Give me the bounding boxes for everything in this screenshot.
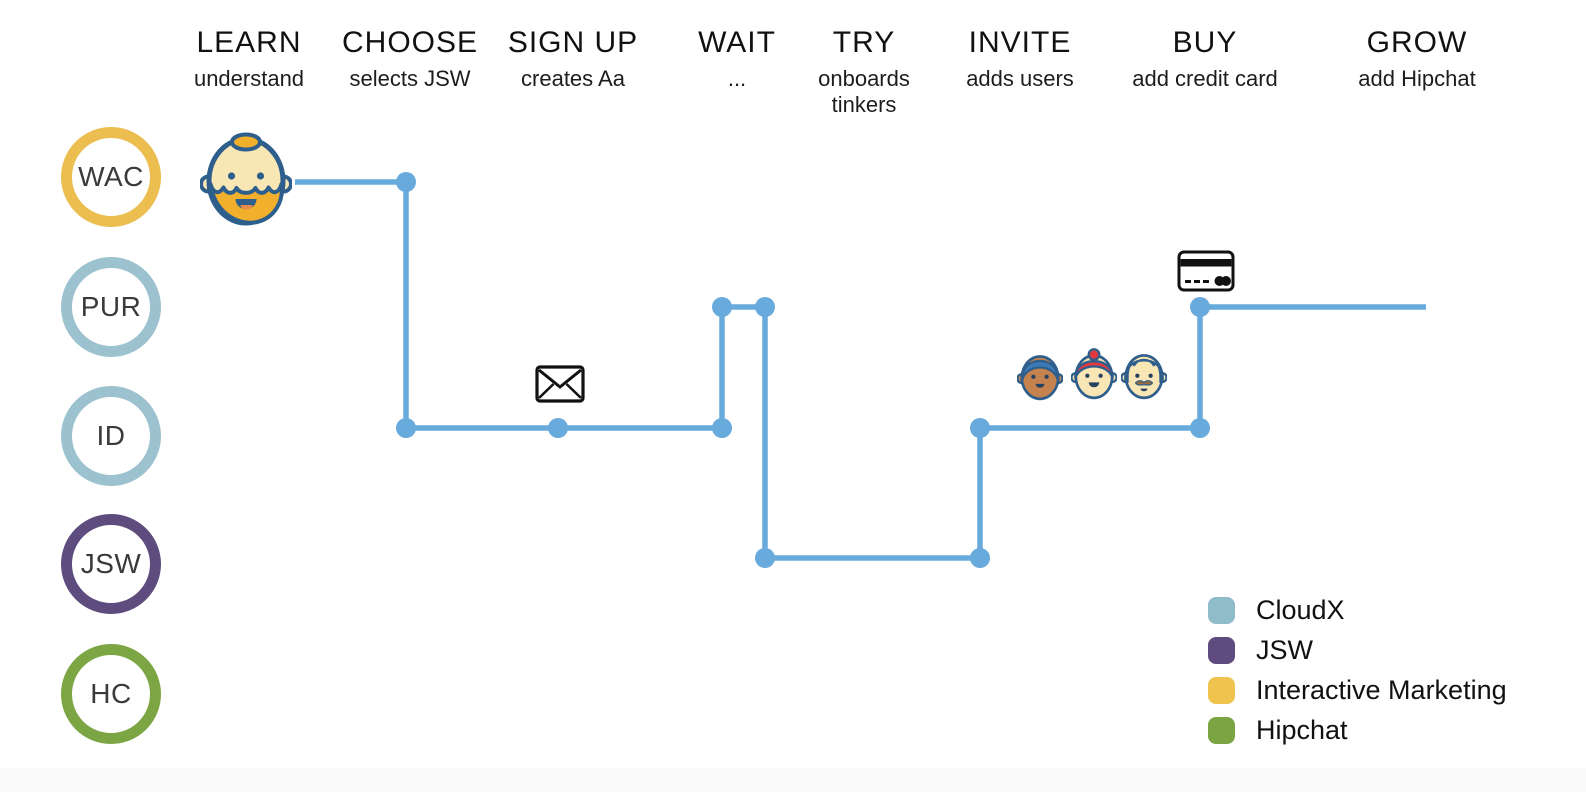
stage-subtitle: ...: [727, 66, 747, 91]
stage-title: GROW: [1366, 26, 1468, 59]
lane-label: PUR: [80, 291, 142, 322]
avatar-red-bun: [1070, 348, 1118, 400]
stage-sign-up: SIGN UP creates Aa: [483, 26, 663, 92]
lane-badge-jsw: JSW: [61, 514, 161, 614]
journey-node: [755, 297, 775, 317]
legend-label: Interactive Marketing: [1256, 675, 1507, 705]
stage-subtitle: creates Aa: [521, 66, 625, 91]
avatar-brown-mustache: [1120, 348, 1168, 400]
legend-swatch: [1208, 677, 1235, 704]
journey-node: [970, 418, 990, 438]
stage-title: BUY: [1172, 26, 1238, 59]
journey-node: [1190, 297, 1210, 317]
legend-label: Hipchat: [1256, 715, 1348, 745]
stage-title: TRY: [832, 26, 896, 59]
lane-label: ID: [96, 420, 126, 451]
journey-node: [396, 172, 416, 192]
lane-label: WAC: [78, 161, 144, 192]
stage-header-row: LEARN understand CHOOSE selects JSW SIGN UP c…: [0, 26, 1586, 126]
envelope-icon: [535, 365, 585, 403]
bottom-edge-strip: [0, 768, 1586, 792]
legend-swatch: [1208, 717, 1235, 744]
stage-subtitle: selects JSW: [349, 66, 471, 91]
stage-invite: INVITE adds users: [930, 26, 1110, 92]
journey-line: [295, 179, 1426, 561]
stage-wait: WAIT...: [647, 26, 827, 92]
stage-choose: CHOOSE selects JSW: [320, 26, 500, 92]
stage-title: LEARN: [196, 26, 302, 59]
stage-subtitle: add Hipchat: [1358, 66, 1476, 91]
lane-label: JSW: [80, 548, 142, 579]
lane-badge-id: ID: [61, 386, 161, 486]
stage-grow: GROW add Hipchat: [1327, 26, 1507, 92]
stage-title: WAIT: [698, 26, 776, 59]
legend-label: CloudX: [1256, 595, 1345, 625]
legend-label: JSW: [1256, 635, 1313, 665]
lane-badge-wac: WAC: [61, 127, 161, 227]
legend-item-jsw: JSW: [1208, 637, 1507, 664]
stage-buy: BUY add credit card: [1115, 26, 1295, 92]
stage-title: CHOOSE: [341, 26, 479, 59]
avatar-blue-hair: [1016, 349, 1064, 401]
legend-item-hipchat: Hipchat: [1208, 717, 1507, 744]
lane-badge-pur: PUR: [61, 257, 161, 357]
stage-learn: LEARN understand: [159, 26, 339, 92]
legend-swatch: [1208, 597, 1235, 624]
journey-node: [970, 548, 990, 568]
journey-node: [712, 418, 732, 438]
stage-title: SIGN UP: [507, 26, 639, 59]
journey-node: [396, 418, 416, 438]
stage-try: TRY onboards tinkers: [774, 26, 954, 118]
legend-item-interactive-marketing: Interactive Marketing: [1208, 677, 1507, 704]
credit-card-icon: [1177, 250, 1235, 292]
stage-subtitle: onboards tinkers: [818, 66, 910, 117]
journey-node: [548, 418, 568, 438]
journey-node: [712, 297, 732, 317]
journey-node: [755, 548, 775, 568]
lane-label: HC: [90, 678, 132, 709]
stage-subtitle: add credit card: [1132, 66, 1278, 91]
bearded-man-avatar: [199, 128, 293, 226]
lane-badge-column: WAC PUR ID JSW HC: [0, 0, 230, 792]
lane-badge-hc: HC: [61, 644, 161, 744]
legend-item-cloudx: CloudX: [1208, 597, 1507, 624]
journey-node: [1190, 418, 1210, 438]
stage-subtitle: understand: [193, 66, 305, 91]
stage-title: INVITE: [968, 26, 1072, 59]
legend-swatch: [1208, 637, 1235, 664]
stage-subtitle: adds users: [966, 66, 1074, 91]
